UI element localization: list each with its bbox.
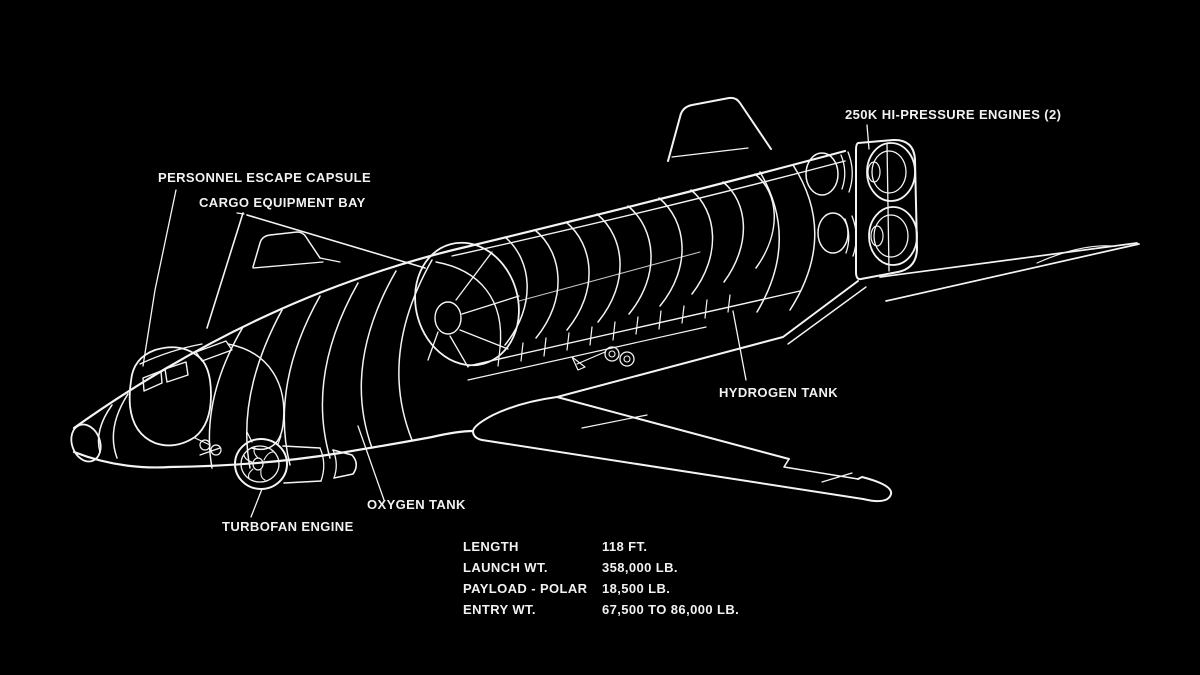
cockpit-windows-icon [142, 361, 189, 392]
spec-label: ENTRY WT. [463, 602, 536, 617]
starboard-wing [481, 396, 893, 503]
spec-row-entry-wt: ENTRY WT. 67,500 TO 86,000 LB. [463, 599, 739, 620]
label-turbofan-engine: TURBOFAN ENGINE [222, 519, 354, 534]
tail-fin [667, 96, 772, 162]
label-cargo-equipment-bay: CARGO EQUIPMENT BAY [199, 195, 366, 210]
spec-label: PAYLOAD - POLAR [463, 581, 588, 596]
oxygen-tank-dome [414, 241, 520, 368]
fan-blades-icon [243, 447, 274, 481]
hydrogen-tank-rings [504, 164, 816, 346]
spec-row-payload-polar: PAYLOAD - POLAR 18,500 LB. [463, 578, 739, 599]
hi-pressure-engines-leader [866, 124, 870, 150]
spec-value: 118 FT. [602, 539, 648, 554]
spec-row-length: LENGTH 118 FT. [463, 536, 739, 557]
turbofan-engine-leader [250, 488, 263, 518]
oxygen-tank-leader [357, 425, 385, 501]
port-wing [206, 212, 426, 329]
cargo-equipment-bay-leader [236, 212, 245, 215]
label-personnel-escape-capsule: PERSONNEL ESCAPE CAPSULE [158, 170, 372, 185]
spec-value: 67,500 TO 86,000 LB. [602, 602, 740, 617]
label-hi-pressure-engines: 250K HI-PRESSURE ENGINES (2) [845, 107, 1062, 122]
landing-gear-detail [571, 346, 635, 371]
label-hydrogen-tank: HYDROGEN TANK [719, 385, 839, 400]
spec-value: 358,000 LB. [602, 560, 678, 575]
fuselage-outline [70, 149, 867, 469]
spec-row-launch-wt: LAUNCH WT. 358,000 LB. [463, 557, 739, 578]
far-wing [879, 242, 1140, 302]
personnel-escape-capsule-leader [142, 189, 177, 367]
leader-lines [142, 124, 870, 518]
spec-label: LAUNCH WT. [463, 560, 548, 575]
spec-value: 18,500 LB. [602, 581, 671, 596]
ring-frames [97, 259, 433, 469]
turbofan-pod [234, 431, 358, 490]
spec-table: LENGTH 118 FT. LAUNCH WT. 358,000 LB. PA… [463, 536, 739, 620]
engine-nozzles [805, 142, 918, 266]
label-oxygen-tank: OXYGEN TANK [367, 497, 466, 512]
hydrogen-tank-leader [732, 310, 747, 381]
spec-label: LENGTH [463, 539, 519, 554]
